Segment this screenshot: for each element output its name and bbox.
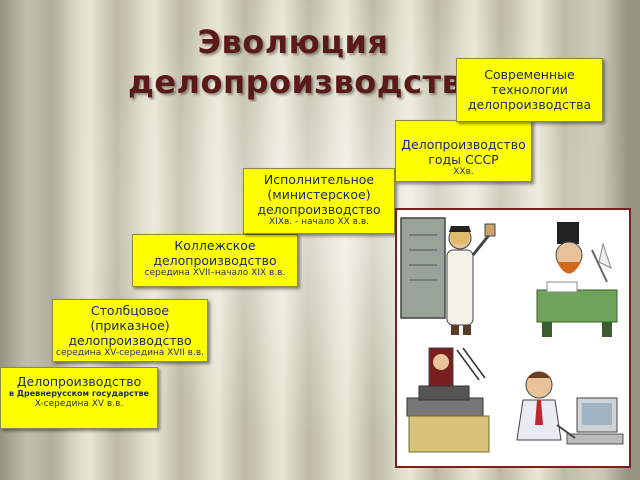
scribe-quill-desk-icon	[536, 222, 618, 337]
step-title-line: технологии	[491, 82, 568, 97]
step-note: в Древнерусском государстве	[9, 389, 149, 398]
step-period: X-середина XV в.в.	[34, 399, 124, 409]
step-title-line: делопроизводство	[68, 333, 192, 348]
step-title-line: Современные	[484, 67, 575, 82]
step-collegiate: Коллежское делопроизводство середина XVI…	[132, 234, 298, 287]
clerk-typewriter-icon	[406, 347, 490, 453]
step-period: XXв.	[453, 167, 474, 177]
step-title-line: годы СССР	[428, 152, 499, 167]
step-ussr: Делопроизводство годы СССР XXв.	[395, 120, 532, 182]
step-period: середина XVII–начало XIX в.в.	[144, 268, 286, 278]
step-prikaz: Столбцовое (приказное) делопроизводство …	[52, 299, 208, 362]
scribe-stone-tablet-icon	[400, 217, 496, 335]
step-title-line: Исполнительное	[263, 172, 375, 187]
step-title: Делопроизводство	[16, 374, 142, 389]
illustration-panel	[395, 208, 631, 468]
step-modern: Современные технологии делопроизводства	[456, 58, 603, 122]
step-period: середина XV-середина XVII в.в.	[56, 348, 204, 358]
step-title-line: делопроизводство	[153, 253, 277, 268]
page-title: Эволюция делопроизводства	[128, 22, 458, 102]
title-line-2: делопроизводства	[128, 63, 458, 101]
step-period: XIXв. - начало XX в.в.	[269, 217, 369, 227]
step-ancient-rus: Делопроизводство в Древнерусском государ…	[0, 367, 158, 429]
step-title-line: делопроизводство	[257, 202, 381, 217]
step-title-line: Коллежское	[174, 238, 256, 253]
step-title-line: (министерское)	[267, 187, 371, 202]
worker-computer-icon	[516, 371, 624, 445]
title-line-1: Эволюция	[197, 23, 389, 61]
step-title-line: Столбцовое	[90, 303, 170, 318]
step-title-line: Делопроизводство	[401, 137, 526, 152]
step-title-line: (приказное)	[90, 318, 170, 333]
step-ministerial: Исполнительное (министерское) делопроизв…	[243, 168, 395, 234]
step-title-line: делопроизводства	[467, 97, 592, 112]
